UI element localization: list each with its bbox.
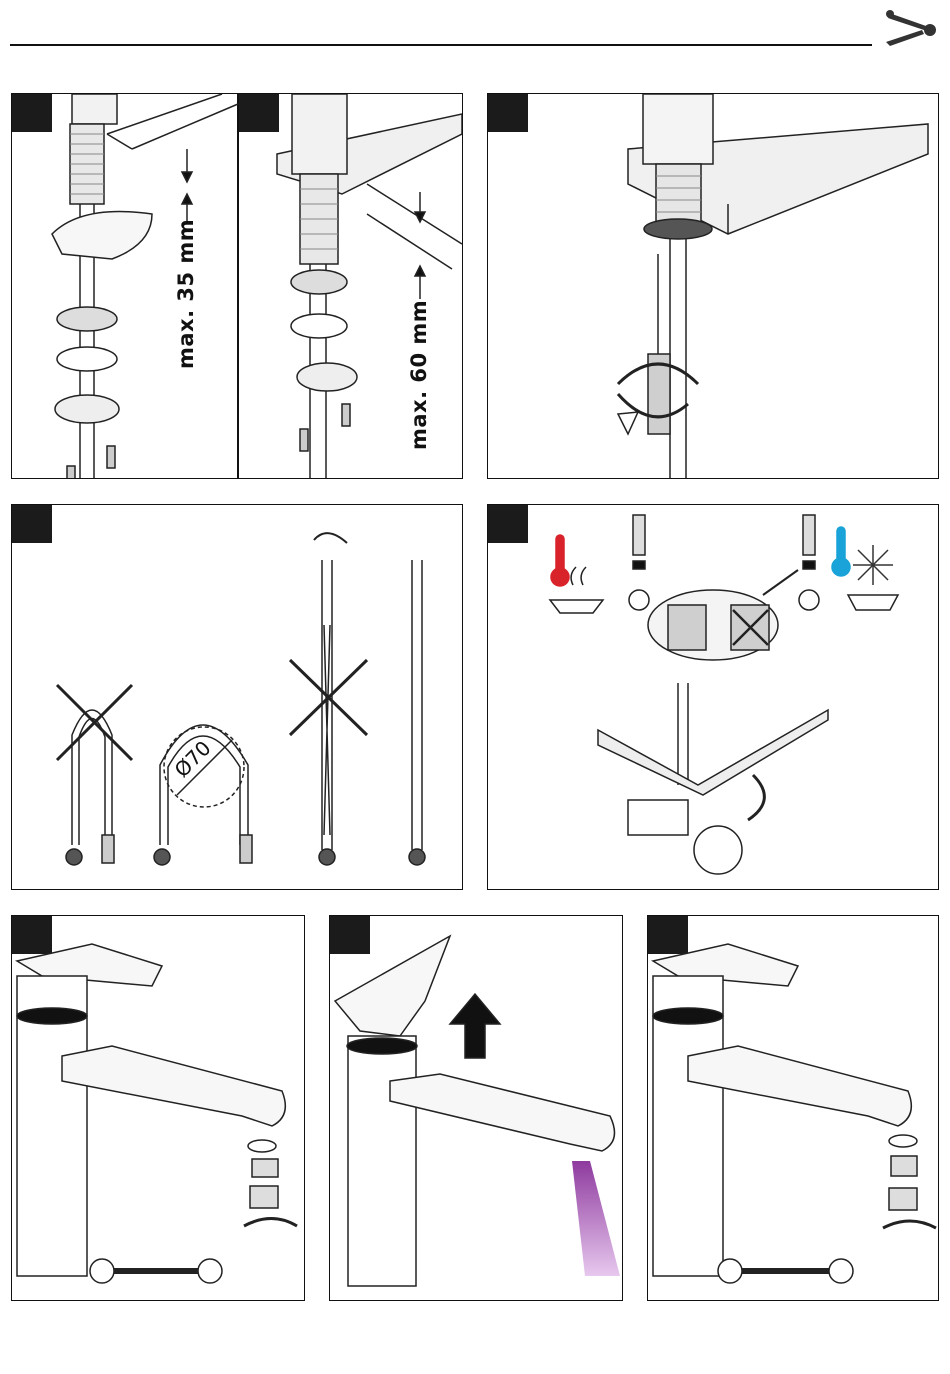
- panel-aerator-reinstall: [647, 915, 939, 1301]
- panel-hose-bending: Ø70: [11, 504, 463, 890]
- header-rule: [10, 44, 872, 46]
- measurement-label: max. 35 mm: [174, 219, 198, 369]
- mounting-illustration: [12, 94, 463, 479]
- wrench-screwdriver-icon: [884, 10, 938, 50]
- faucet-illustration: [12, 916, 305, 1301]
- connection-illustration: [488, 505, 939, 890]
- panel-mounting-depth: max. 35 mm max. 60 mm: [11, 93, 463, 479]
- panel-connect-supply: [487, 504, 939, 890]
- hose-illustration: [12, 505, 463, 890]
- faucet-reinstall-illustration: [648, 916, 939, 1301]
- panel-flush: [329, 915, 623, 1301]
- panel-aerator-removal: [11, 915, 305, 1301]
- panel-tighten-screws: [487, 93, 939, 479]
- screwdriver-illustration: [488, 94, 939, 479]
- measurement-label: max. 60 mm: [407, 300, 431, 450]
- faucet-flush-illustration: [330, 916, 623, 1301]
